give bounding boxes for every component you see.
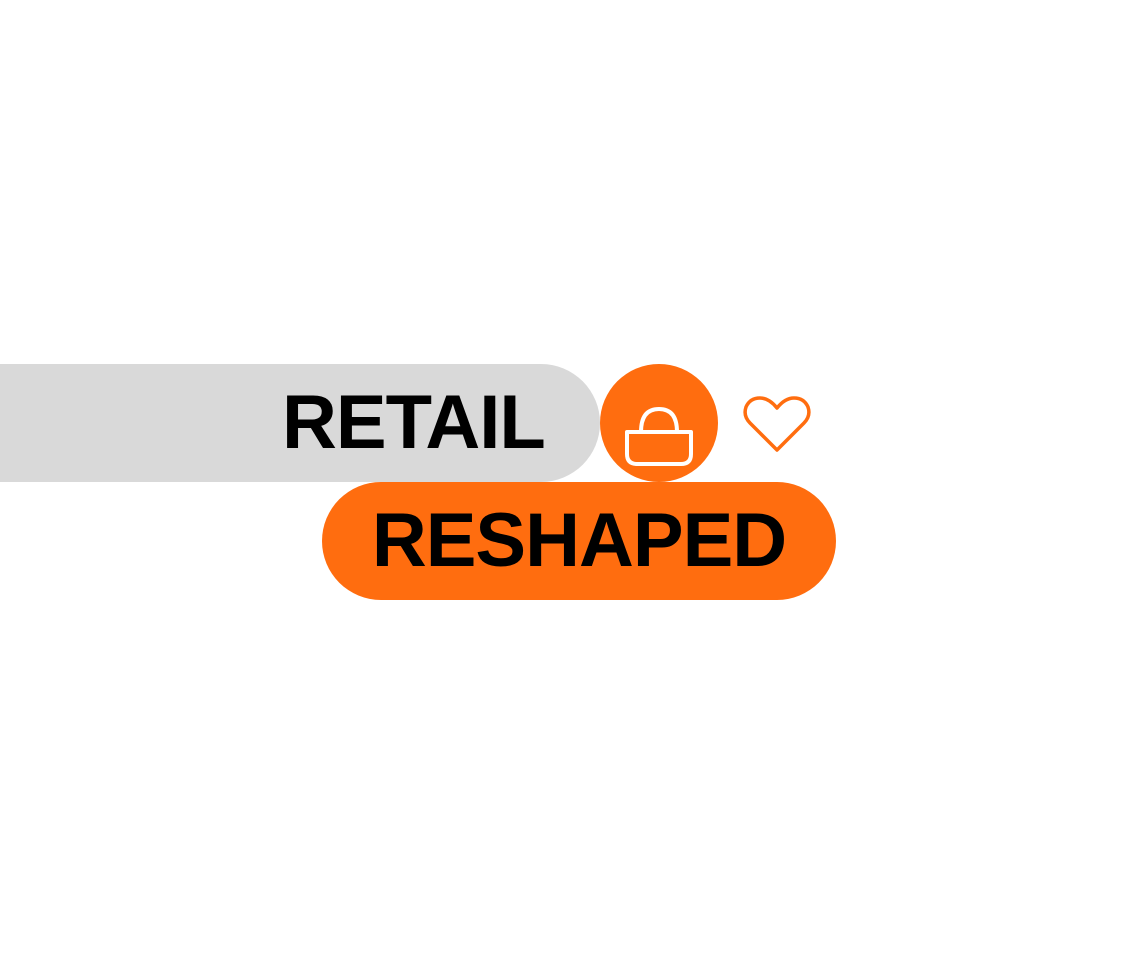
- reshaped-orange-pill: [322, 482, 836, 600]
- shopping-bag-icon: [625, 406, 693, 466]
- reshaped-text: RESHAPED: [371, 498, 787, 583]
- retail-grey-pill: [0, 364, 600, 482]
- heart-outline-icon: [743, 396, 811, 452]
- shopping-bag-badge: [600, 364, 718, 482]
- retail-text: RETAIL: [282, 380, 546, 465]
